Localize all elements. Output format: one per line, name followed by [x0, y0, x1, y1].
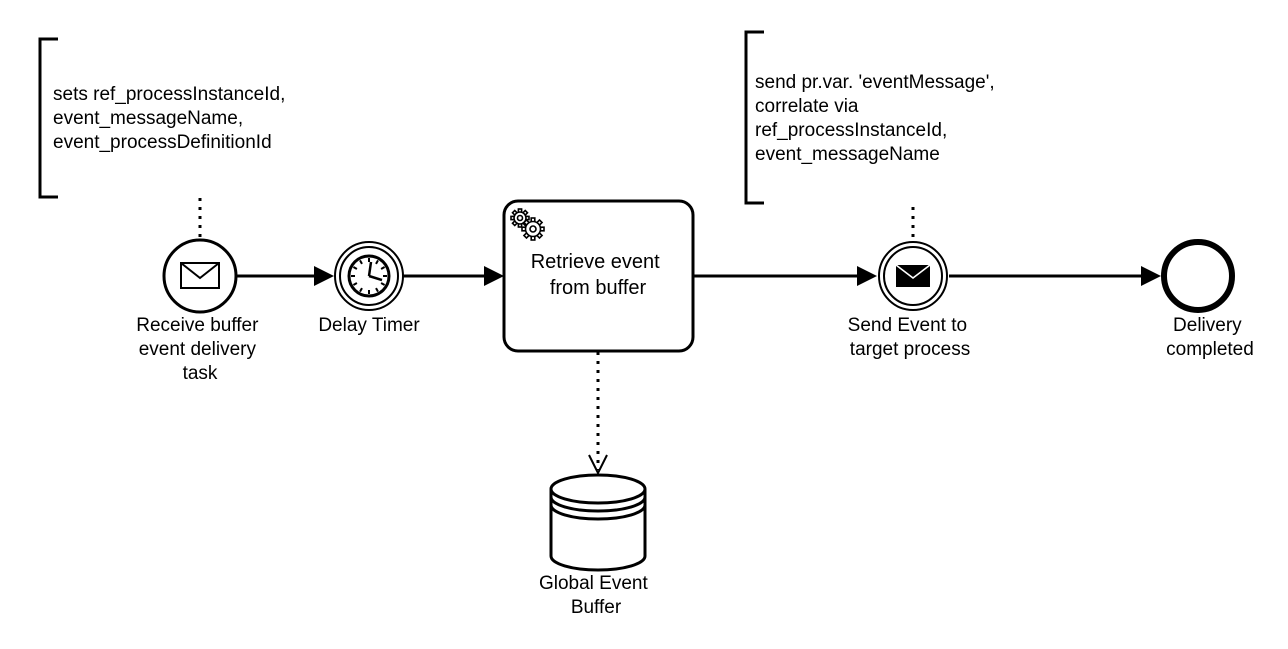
service-task-box — [502, 199, 695, 353]
end-event-delivery[interactable]: Delivery completed — [1161, 239, 1254, 360]
gears-icon — [510, 208, 545, 241]
sequence-flow-send-to-end[interactable] — [949, 266, 1161, 286]
service-task-label: Retrieve event from buffer — [531, 251, 666, 299]
sequence-flow-start-to-timer[interactable] — [236, 266, 334, 286]
send-event-label: Send Event to target process — [848, 315, 973, 360]
arrowhead — [857, 266, 877, 286]
text-annotation-start[interactable]: sets ref_processInstanceId, event_messag… — [38, 37, 291, 199]
annotation-text: send pr.var. 'eventMessage', correlate v… — [755, 72, 1000, 165]
clock-icon — [347, 254, 391, 298]
end-event-label: Delivery completed — [1166, 315, 1254, 360]
sequence-flow-timer-to-task[interactable] — [403, 266, 504, 286]
open-arrowhead — [588, 454, 608, 476]
arrowhead — [484, 266, 504, 286]
timer-event-label: Delay Timer — [318, 315, 420, 336]
filled-envelope-icon — [895, 264, 931, 287]
database-icon — [549, 473, 647, 572]
data-association-task-to-store[interactable] — [588, 352, 608, 476]
annotation-bracket — [38, 37, 58, 199]
sequence-flow-task-to-send[interactable] — [693, 266, 877, 286]
data-store-label: Global Event Buffer — [539, 573, 653, 618]
start-event-receive[interactable]: Receive buffer event delivery task — [136, 238, 263, 384]
timer-event-delay[interactable]: Delay Timer — [318, 241, 420, 336]
arrowhead — [314, 266, 334, 286]
arrowhead — [1141, 266, 1161, 286]
start-event-label: Receive buffer event delivery task — [136, 315, 263, 384]
data-store-global-buffer[interactable]: Global Event Buffer — [539, 473, 653, 618]
annotation-bracket — [744, 30, 764, 205]
text-annotation-send[interactable]: send pr.var. 'eventMessage', correlate v… — [744, 30, 1000, 205]
end-event-circle — [1161, 239, 1235, 313]
send-event-target[interactable]: Send Event to target process — [848, 241, 973, 360]
service-task-retrieve[interactable]: Retrieve event from buffer — [502, 199, 695, 353]
envelope-icon — [180, 262, 220, 289]
annotation-text: sets ref_processInstanceId, event_messag… — [53, 84, 291, 153]
